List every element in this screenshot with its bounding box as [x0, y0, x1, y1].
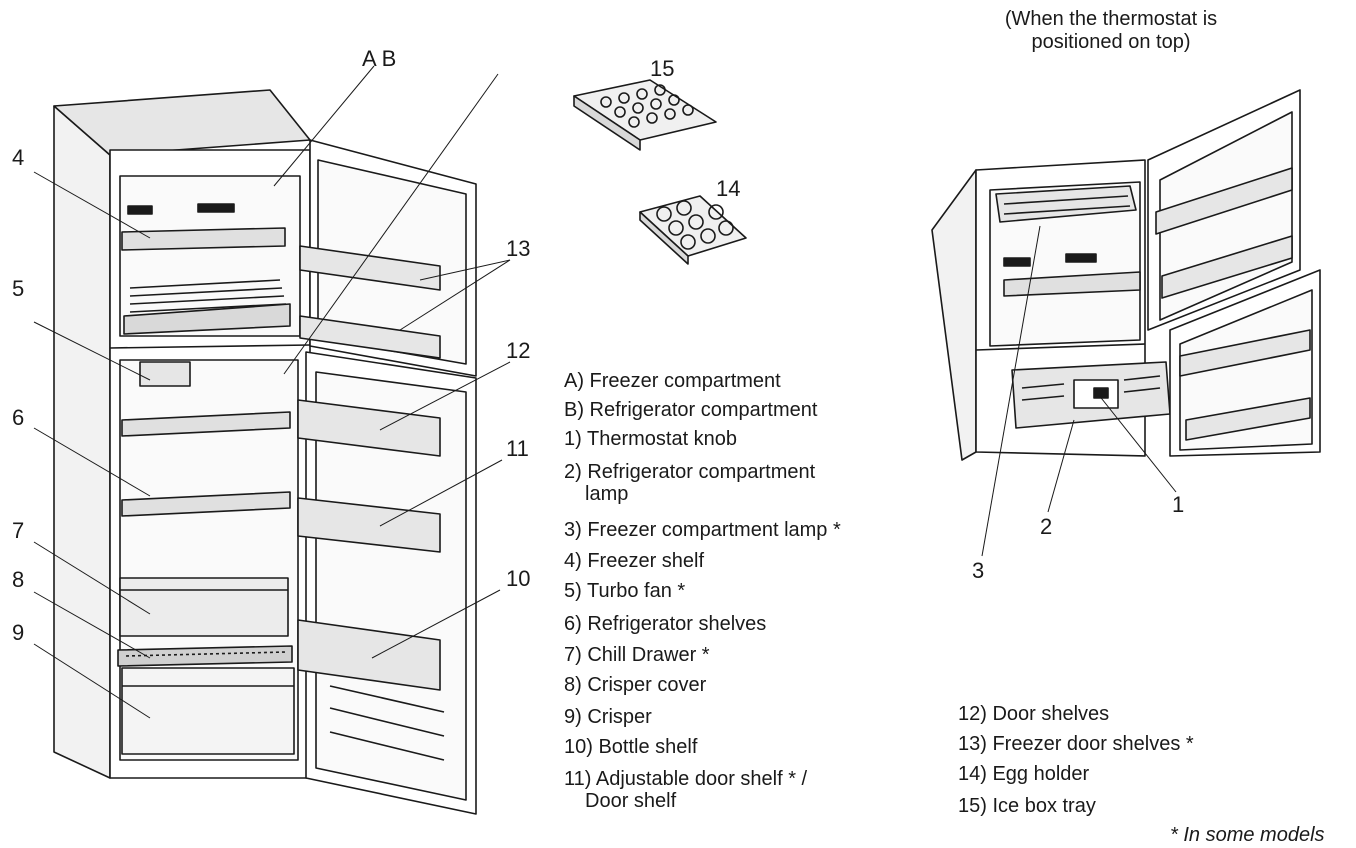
- crisper: [121, 667, 295, 755]
- legend-item: 13) Freezer door shelves *: [958, 733, 1194, 755]
- legend-item: A) Freezer compartment: [564, 370, 781, 392]
- callout-15: 15: [650, 56, 675, 81]
- callout-4: 4: [12, 145, 25, 170]
- detail-caption: (When the thermostat is positioned on to…: [966, 8, 1256, 54]
- legend-item: 3) Freezer compartment lamp *: [564, 519, 841, 541]
- callout-8: 8: [12, 567, 25, 592]
- freezer-door: [299, 139, 477, 377]
- callout-1: 1: [1172, 492, 1185, 517]
- legend-item: 1) Thermostat knob: [564, 428, 738, 450]
- fridge-door: [297, 351, 477, 815]
- legend-item: 6) Refrigerator shelves: [564, 613, 767, 635]
- legend-item: 5) Turbo fan *: [564, 580, 686, 602]
- callout-12: 12: [506, 338, 531, 363]
- turbo-fan: [139, 361, 191, 387]
- callout-13: 13: [506, 236, 531, 261]
- chill-drawer: [119, 577, 289, 637]
- legend-item: 11) Adjustable door shelf * /Door shelf: [564, 768, 808, 812]
- legend-item: 10) Bottle shelf: [564, 736, 698, 758]
- callout-5: 5: [12, 276, 25, 301]
- legend-item: 15) Ice box tray: [958, 795, 1096, 817]
- callout-ab: A B: [362, 46, 397, 71]
- legend-item: 8) Crisper cover: [564, 674, 707, 696]
- callout-9: 9: [12, 620, 25, 645]
- legend-item: B) Refrigerator compartment: [564, 399, 818, 421]
- footnote: * In some models: [1170, 824, 1325, 846]
- detail-view: [931, 89, 1321, 461]
- freezer-grid: [123, 279, 291, 335]
- egg-holder: [639, 195, 747, 265]
- callout-10: 10: [506, 566, 531, 591]
- fridge-shelves: [121, 411, 291, 517]
- legend-item: 9) Crisper: [564, 706, 652, 728]
- callout-11: 11: [506, 436, 529, 461]
- callout-2: 2: [1040, 514, 1053, 539]
- leader-lines: [33, 65, 1177, 719]
- caption-line-2: positioned on top): [1031, 31, 1191, 53]
- legend-item: 7) Chill Drawer *: [564, 644, 710, 666]
- callout-3: 3: [972, 558, 985, 583]
- callout-14: 14: [716, 176, 741, 201]
- crisper-cover: [117, 645, 293, 667]
- callout-6: 6: [12, 405, 25, 430]
- callout-7: 7: [12, 518, 25, 543]
- freezer-shelf: [121, 203, 286, 251]
- ice-tray: [573, 79, 717, 151]
- caption-line-1: (When the thermostat is: [1004, 8, 1218, 30]
- legend-item: 4) Freezer shelf: [564, 550, 705, 572]
- legend-item: 14) Egg holder: [958, 763, 1090, 785]
- legend-item: 12) Door shelves: [958, 703, 1110, 725]
